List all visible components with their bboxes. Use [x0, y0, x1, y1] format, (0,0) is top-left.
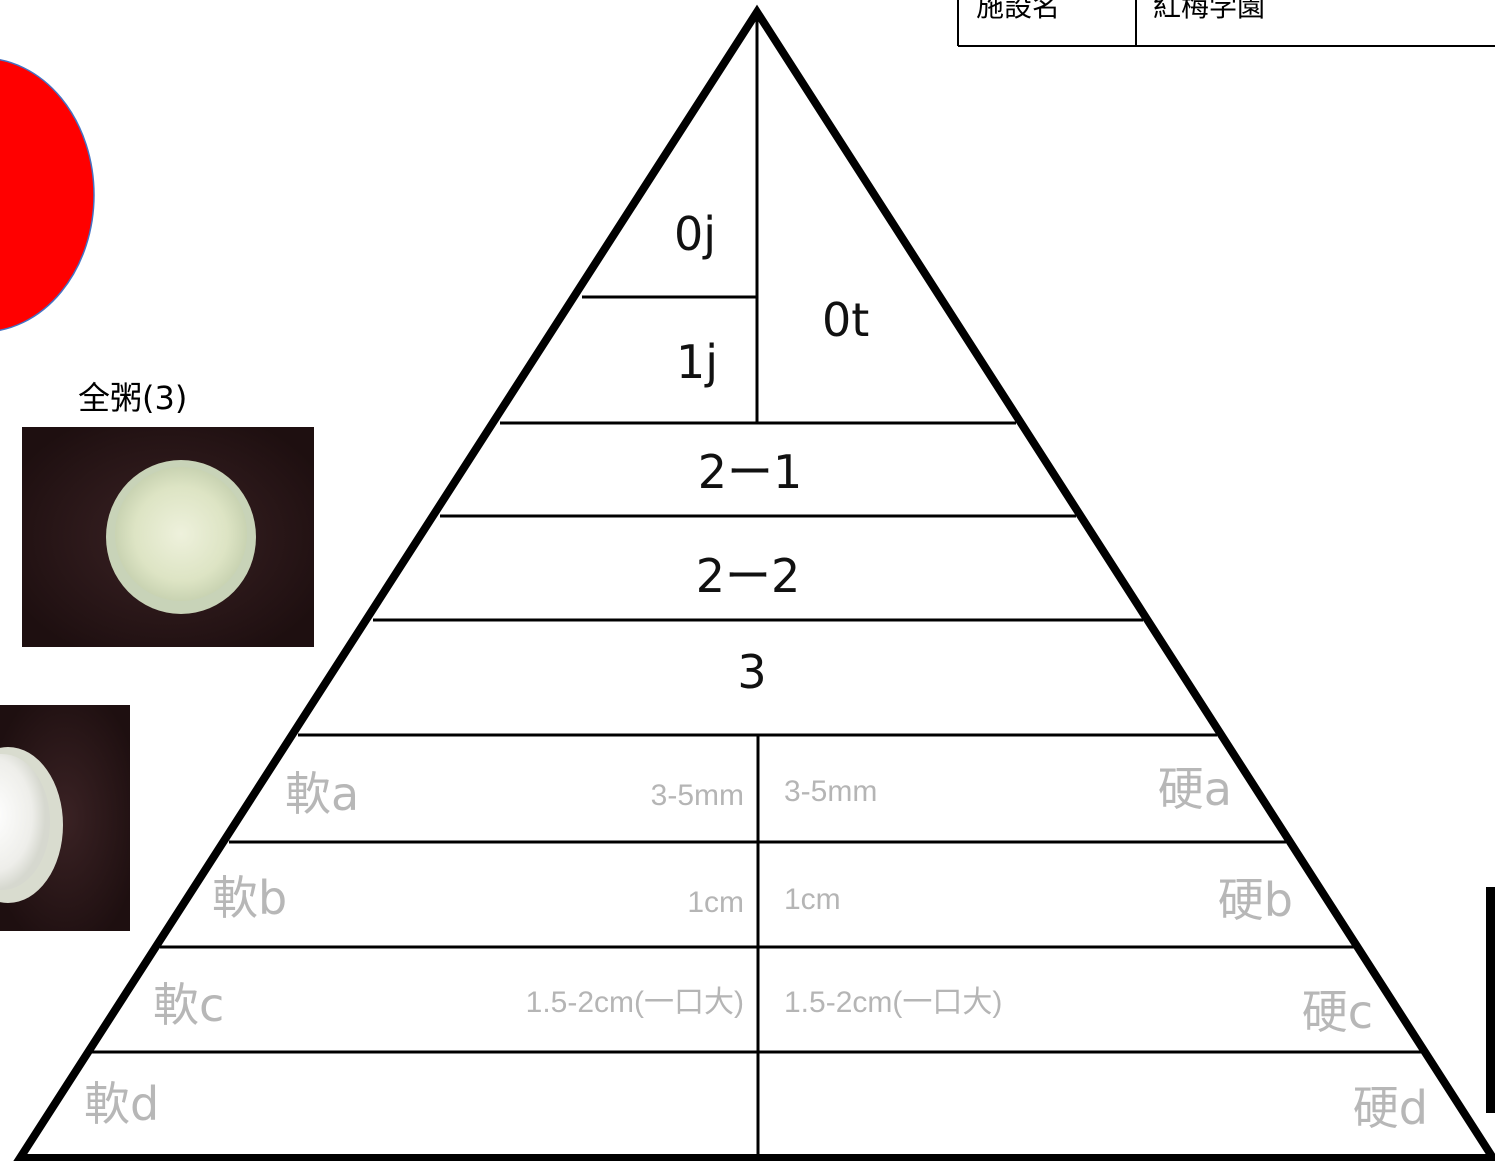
- photo-caption-full-porridge: 全粥(3): [78, 379, 187, 417]
- facility-header-table: 施設名 紅梅学園: [958, 0, 1495, 46]
- photo-rice-bowl: [0, 705, 130, 931]
- soft-texture-a: 軟a: [285, 767, 359, 821]
- facility-label: 施設名: [976, 0, 1060, 23]
- level-label-2-2: 2ー2: [696, 549, 801, 603]
- size-soft-b: 1cm: [687, 886, 744, 919]
- soft-texture-c: 軟c: [153, 978, 224, 1032]
- level-label-1j: 1j: [676, 335, 718, 389]
- red-circle-marker: [0, 58, 94, 332]
- facility-name: 紅梅学園: [1153, 0, 1265, 23]
- level-label-2-1: 2ー1: [698, 445, 803, 499]
- size-hard-a: 3-5mm: [784, 775, 877, 808]
- size-hard-b: 1cm: [784, 883, 841, 916]
- level-label-3: 3: [737, 645, 766, 699]
- hard-texture-d: 硬d: [1353, 1081, 1428, 1135]
- size-hard-c: 1.5-2cm(一口大): [784, 986, 1002, 1019]
- soft-texture-b: 軟b: [212, 871, 287, 925]
- hard-texture-a: 硬a: [1158, 762, 1232, 816]
- soft-texture-d: 軟d: [84, 1077, 159, 1131]
- edge-bar: [1486, 887, 1495, 1113]
- porridge-surface: [115, 467, 247, 601]
- hard-texture-c: 硬c: [1302, 985, 1373, 1039]
- level-label-0j: 0j: [674, 207, 716, 261]
- photo-full-porridge: [22, 427, 314, 647]
- level-label-0t: 0t: [822, 293, 869, 347]
- hard-texture-b: 硬b: [1218, 873, 1293, 927]
- size-soft-c: 1.5-2cm(一口大): [526, 986, 744, 1019]
- size-soft-a: 3-5mm: [651, 779, 744, 812]
